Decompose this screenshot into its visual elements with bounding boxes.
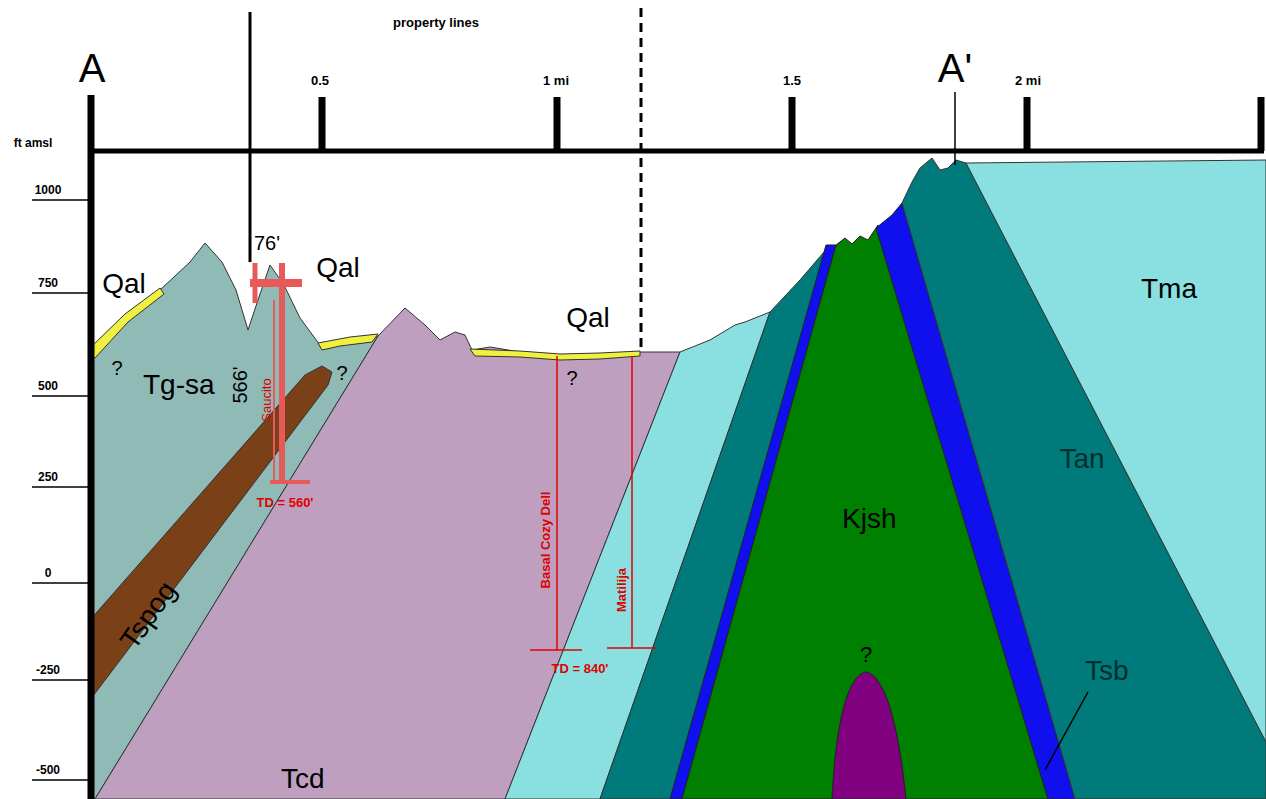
section-end: A' [938, 48, 972, 88]
query-mark: ? [111, 358, 122, 378]
formation: Kjsh [840, 503, 900, 537]
unit-label: Tg-sa [143, 371, 217, 399]
property-line [249, 12, 252, 262]
a-prime-marker [954, 92, 956, 165]
well-matilija [607, 356, 656, 648]
tspog-unit [90, 366, 332, 700]
formation: Tcd [279, 763, 329, 797]
elevation-label: -500 [36, 764, 60, 776]
axis-ticks [322, 97, 1261, 151]
unit-label: Tcd [281, 765, 327, 793]
unit-label: Tma [1141, 275, 1199, 303]
top-axis [90, 149, 1264, 154]
formation: Tsb [1083, 655, 1133, 689]
elevation-label: 250 [38, 471, 58, 483]
note: property lines [393, 16, 479, 29]
elevation-label: 500 [38, 380, 58, 392]
tma-unit [966, 160, 1266, 742]
well-name: Saucito [260, 378, 273, 421]
well-basal-cozy-dell [530, 356, 582, 650]
unit-label: Qal [566, 304, 610, 332]
dimension: 76' [254, 233, 280, 253]
intrusion [832, 672, 906, 799]
unit-label: Tsb [1085, 657, 1131, 685]
qal-strip [318, 334, 378, 350]
formation: Tma [1139, 273, 1201, 307]
elevation-ticks [32, 200, 90, 780]
distance-label: 2 mi [1015, 74, 1041, 87]
distance-label: 0.5 [311, 74, 329, 87]
unit-label: Qal [102, 270, 146, 298]
query-mark: ? [566, 368, 577, 388]
elevation-label: 0 [45, 567, 52, 579]
unit-label: Tan [1060, 445, 1107, 473]
distance-label: 1 mi [543, 74, 569, 87]
elevation-label: 1000 [35, 184, 62, 196]
distance-label: 1.5 [783, 74, 801, 87]
leader-line [1045, 692, 1088, 770]
query-mark: ? [336, 363, 347, 383]
query-mark: ? [860, 644, 872, 666]
unit-label: Qal [316, 254, 360, 282]
axis-unit: ft amsl [14, 137, 53, 149]
section-end: A [79, 48, 106, 88]
elevation-label: -250 [36, 664, 60, 676]
unit-label: Kjsh [842, 505, 898, 533]
elevation-label: 750 [38, 277, 58, 289]
total-depth: TD = 560' [257, 496, 314, 509]
well-saucito [250, 263, 310, 482]
well-name: Matilija [615, 568, 628, 612]
formation: Tg-sa [141, 369, 219, 403]
qal-strip [470, 349, 640, 360]
tan-unit-right [902, 158, 1266, 799]
formation: Tan [1058, 443, 1109, 477]
well-name: Basal Cozy Dell [539, 492, 552, 589]
property-line-dashed [640, 8, 643, 352]
qal-strip [90, 288, 164, 358]
dimension: 566' [230, 366, 250, 403]
total-depth: TD = 840' [552, 662, 609, 675]
